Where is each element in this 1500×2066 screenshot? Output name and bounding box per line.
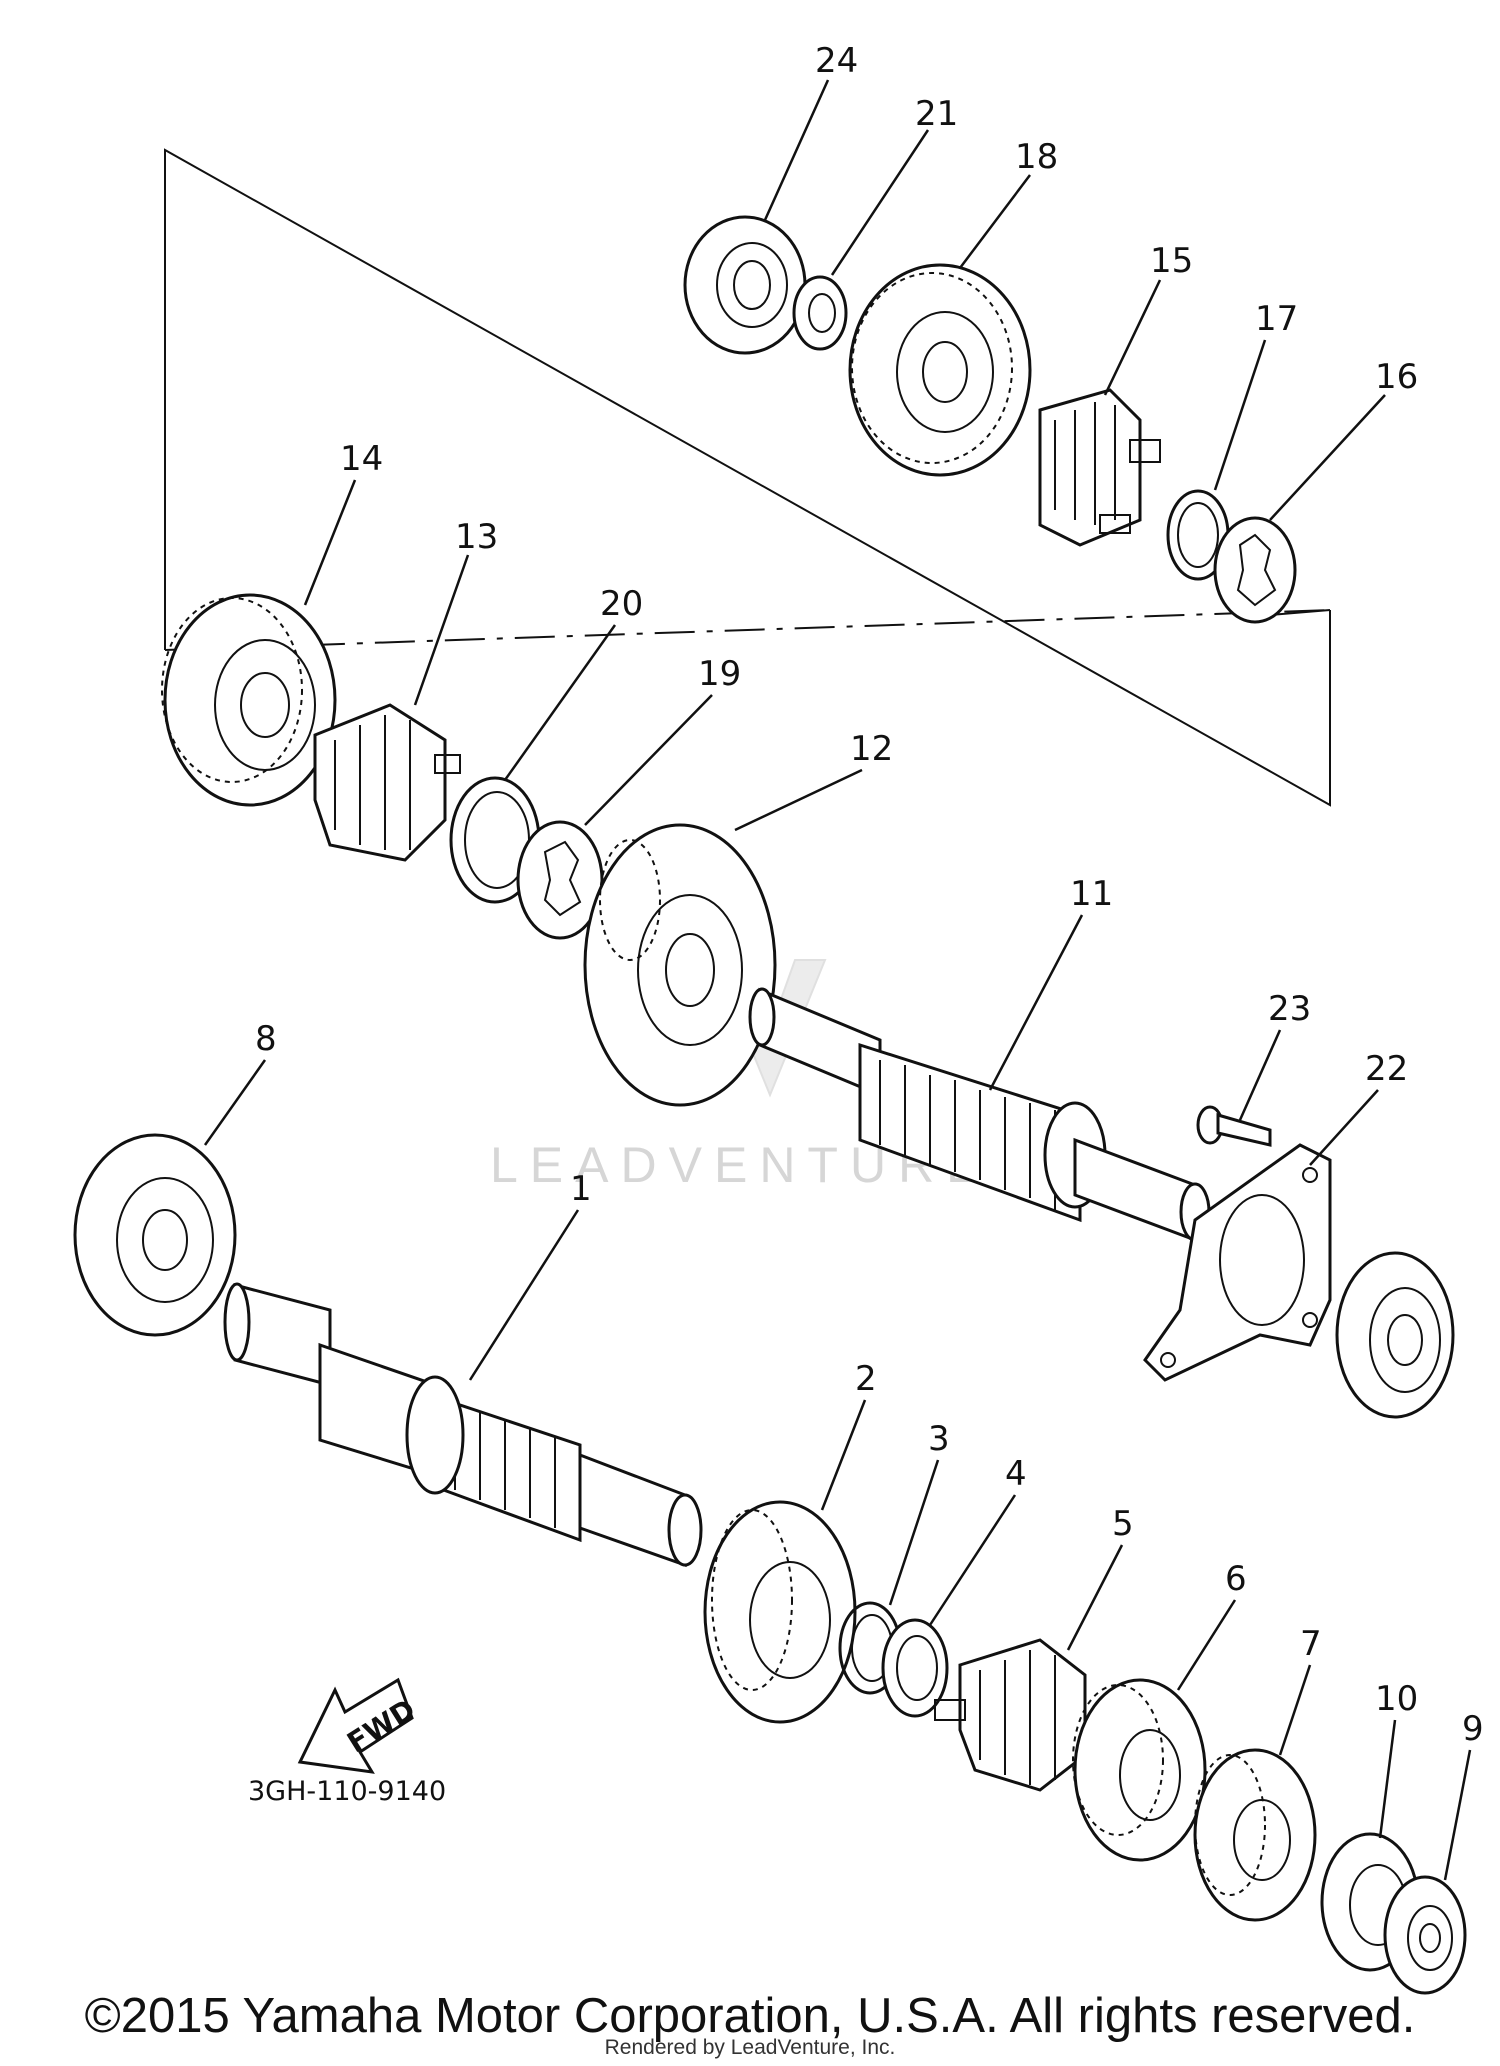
assembly-bracket <box>164 148 1331 807</box>
label-17: 17 <box>1255 299 1298 339</box>
part-6-gear[interactable] <box>1072 1678 1207 1862</box>
part-4-washer[interactable] <box>881 1618 949 1718</box>
label-24: 24 <box>815 41 858 81</box>
fwd-arrow-icon: FWD <box>297 1677 421 1774</box>
label-14: 14 <box>340 439 383 479</box>
rendered-by-note: Rendered by LeadVenture, Inc. <box>604 2036 896 2059</box>
label-7: 7 <box>1300 1624 1322 1664</box>
label-11: 11 <box>1070 874 1113 914</box>
part-8-bearing[interactable] <box>73 1133 237 1337</box>
label-18: 18 <box>1015 137 1058 177</box>
label-6: 6 <box>1225 1559 1247 1599</box>
part-number-labels: 24 21 18 15 17 16 14 13 20 19 12 11 23 2… <box>255 41 1484 1749</box>
label-15: 15 <box>1150 241 1193 281</box>
part-11-shaft[interactable] <box>748 987 1211 1243</box>
part-bearing-right[interactable] <box>1335 1251 1455 1419</box>
drawing-code: 3GH-110-9140 <box>248 1776 446 1807</box>
leader-lines <box>203 79 1472 1881</box>
part-1-shaft[interactable] <box>223 1282 703 1568</box>
label-19: 19 <box>698 654 741 694</box>
part-12-gear[interactable] <box>583 823 777 1107</box>
label-9: 9 <box>1462 1709 1484 1749</box>
part-23-screw[interactable] <box>1196 1105 1272 1147</box>
part-13-gear[interactable] <box>313 703 461 862</box>
label-8: 8 <box>255 1019 277 1059</box>
part-14-gear[interactable] <box>161 593 337 807</box>
label-13: 13 <box>455 517 498 557</box>
part-15-gear[interactable] <box>1038 388 1161 547</box>
label-5: 5 <box>1112 1504 1134 1544</box>
part-2-gear[interactable] <box>703 1500 857 1724</box>
part-16-washer[interactable] <box>1213 516 1297 624</box>
label-12: 12 <box>850 729 893 769</box>
label-23: 23 <box>1268 989 1311 1029</box>
part-22-plate[interactable] <box>1143 1143 1332 1382</box>
part-18-gear[interactable] <box>848 263 1032 477</box>
label-2: 2 <box>855 1359 877 1399</box>
copyright-notice: ©2015 Yamaha Motor Corporation, U.S.A. A… <box>84 1989 1416 2043</box>
label-16: 16 <box>1375 357 1418 397</box>
label-3: 3 <box>928 1419 950 1459</box>
label-22: 22 <box>1365 1049 1408 1089</box>
label-21: 21 <box>915 94 958 134</box>
part-5-gear[interactable] <box>934 1638 1087 1792</box>
label-10: 10 <box>1375 1679 1418 1719</box>
part-7-gear[interactable] <box>1193 1748 1317 1922</box>
label-1: 1 <box>570 1169 592 1209</box>
label-4: 4 <box>1005 1454 1027 1494</box>
part-9-seal[interactable] <box>1383 1875 1467 1995</box>
label-20: 20 <box>600 584 643 624</box>
part-21-washer[interactable] <box>792 275 848 351</box>
part-19-washer[interactable] <box>516 820 604 940</box>
part-24-bearing[interactable] <box>683 215 807 355</box>
